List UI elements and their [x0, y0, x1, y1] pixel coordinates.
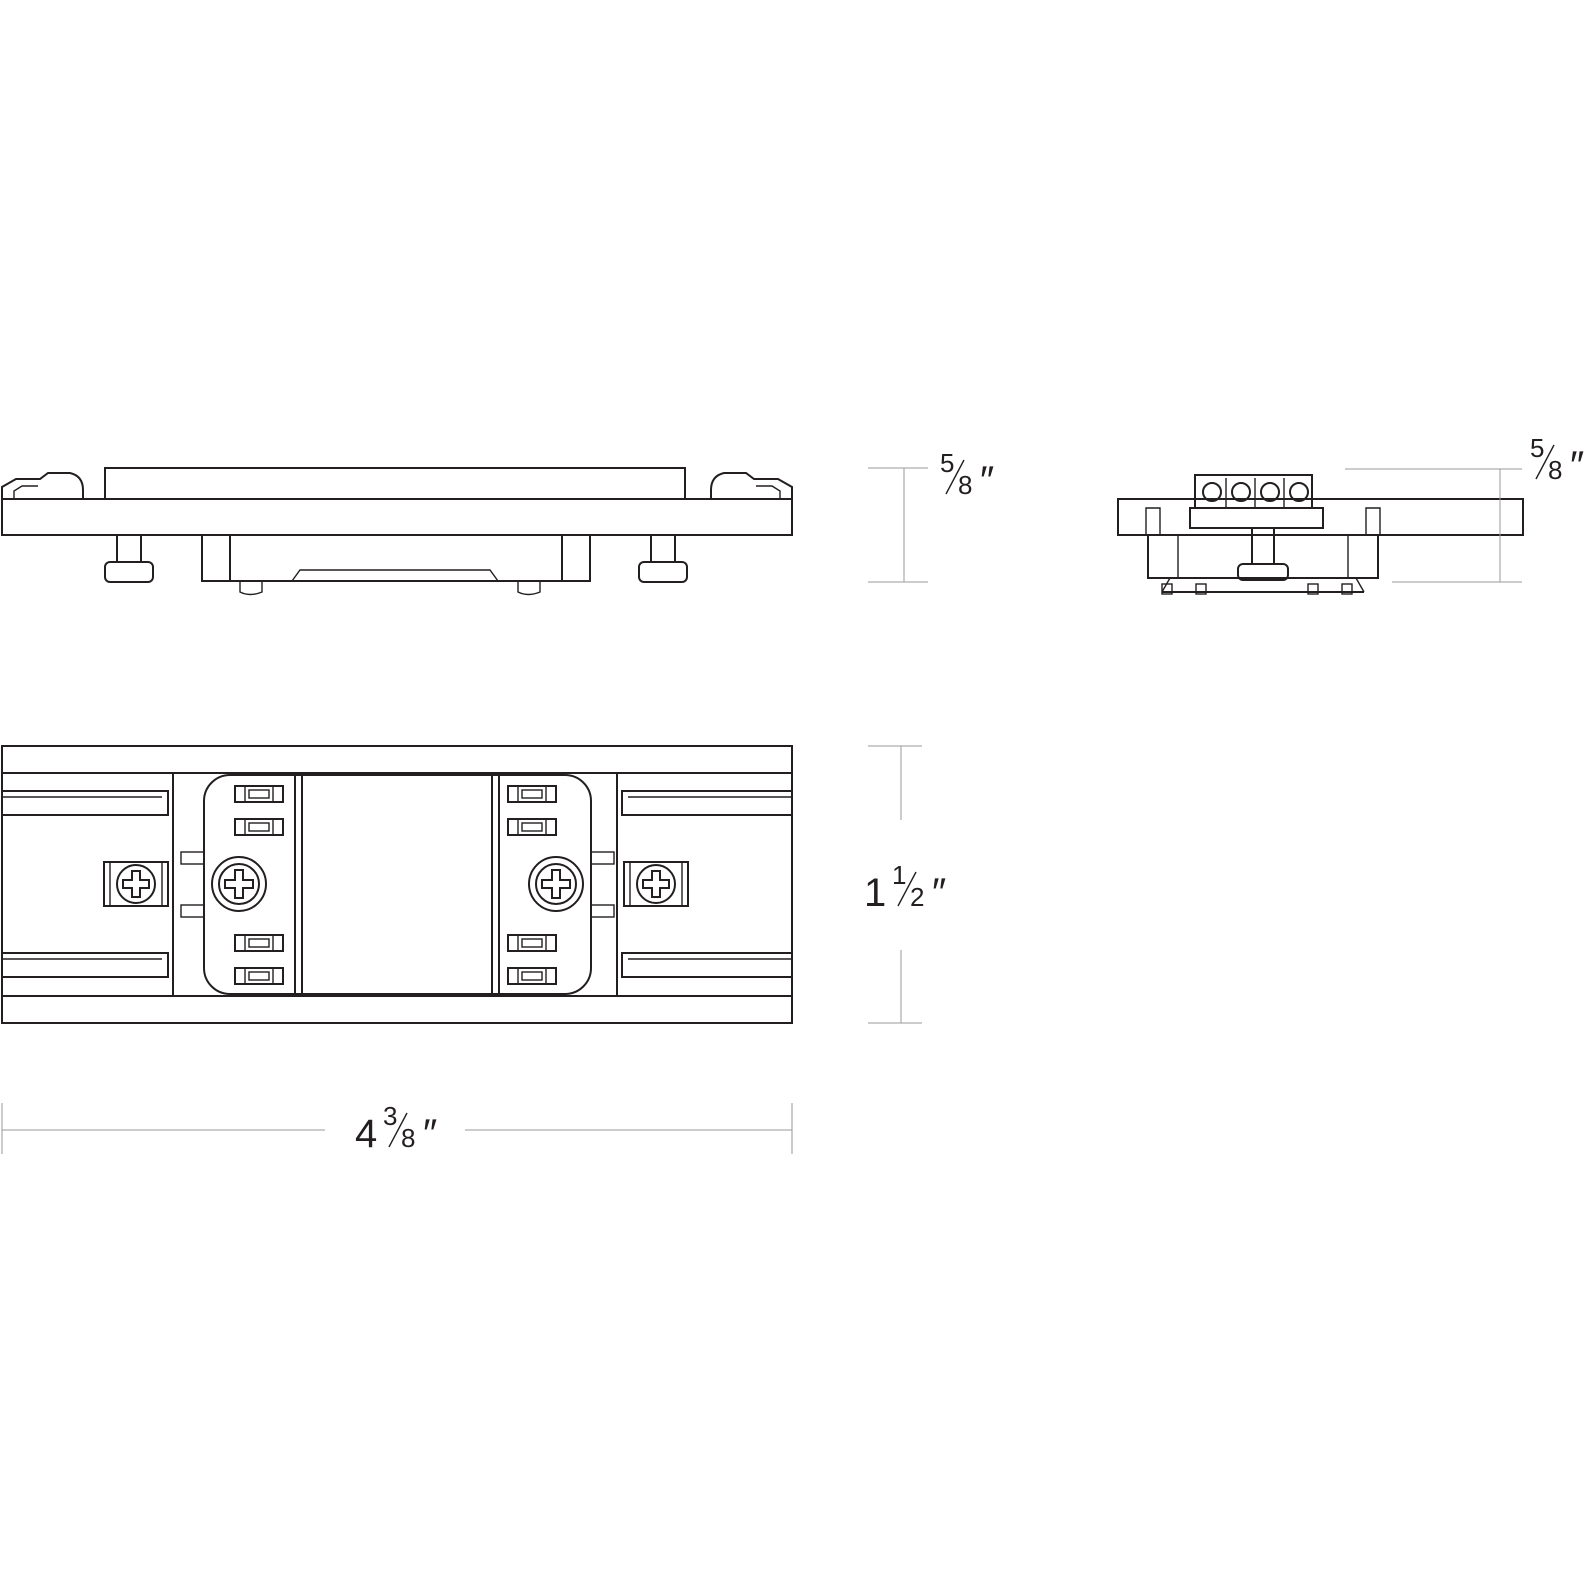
side-height-unit: ″ [980, 459, 994, 503]
end-center-post [1251, 528, 1275, 564]
screw-icon [103, 861, 169, 907]
top-outer-frame [1, 745, 793, 1024]
top-center-housing [203, 774, 592, 995]
end-lower-body [1147, 535, 1379, 579]
top-contact-slots [234, 785, 557, 985]
top-right-rail-lower [621, 952, 793, 978]
top-length-dimension: 4 3 8 ″ [1, 1101, 793, 1156]
top-width-den: 2 [910, 882, 924, 912]
screw-icon [623, 861, 689, 907]
side-base-bar [1, 498, 793, 536]
top-view [1, 745, 793, 1024]
top-length-whole: 4 [355, 1112, 377, 1156]
top-width-unit: ″ [932, 871, 946, 915]
end-terminal-block [1194, 474, 1313, 509]
end-terminal-ports [1202, 478, 1309, 508]
top-width-dimension: 1 1 2 ″ [864, 745, 946, 1024]
side-left-clip [1, 472, 84, 499]
top-left-rail-upper [1, 790, 169, 816]
top-width-whole: 1 [864, 871, 886, 915]
end-height-dimension: 5 8 ″ [1345, 433, 1584, 583]
side-height-dimension: 5 8 ″ [868, 448, 994, 583]
side-right-leg [650, 535, 676, 562]
screw-icon [528, 856, 584, 912]
top-length-den: 8 [401, 1123, 415, 1153]
side-top-plate [104, 467, 686, 500]
end-base-bar [1117, 498, 1524, 536]
side-left-leg [116, 535, 142, 562]
top-length-unit: ″ [423, 1112, 437, 1156]
top-right-rail-upper [621, 790, 793, 816]
top-width-num: 1 [892, 860, 906, 890]
top-left-rail-lower [1, 952, 169, 978]
side-center-housing [201, 535, 591, 582]
side-view [1, 467, 793, 596]
side-height-den: 8 [958, 470, 972, 500]
end-height-num: 5 [1530, 433, 1544, 463]
screw-icon [211, 856, 267, 912]
end-view [1117, 474, 1524, 595]
top-length-num: 3 [383, 1101, 397, 1131]
end-height-den: 8 [1548, 455, 1562, 485]
end-height-unit: ″ [1570, 444, 1584, 488]
side-height-num: 5 [940, 448, 954, 478]
